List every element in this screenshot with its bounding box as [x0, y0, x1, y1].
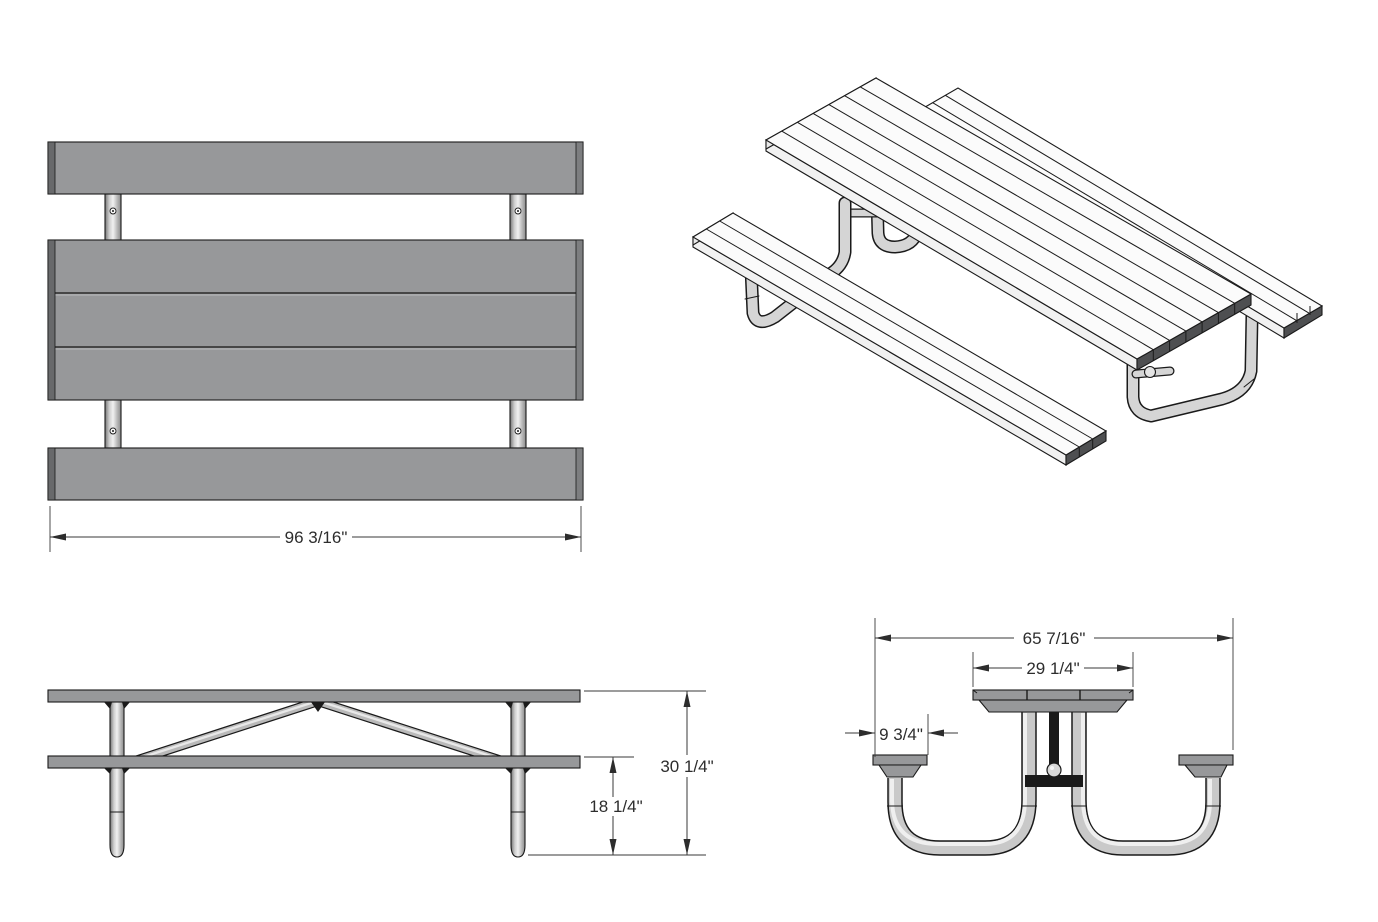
iso-crossbar-right	[1131, 365, 1175, 379]
dimension-overall-length: 96 3/16"	[49, 506, 582, 552]
isometric-view	[691, 77, 1324, 466]
dimension-bench-width: 9 3/4"	[845, 714, 958, 755]
dim-label-bench-width: 9 3/4"	[879, 725, 923, 744]
end-view: 65 7/16" 29 1/4" 9 3/4"	[845, 618, 1234, 856]
end-table-top	[972, 689, 1134, 713]
top-view: 96 3/16"	[47, 141, 584, 552]
side-bench	[47, 755, 581, 774]
bench-plank-bottom	[47, 447, 584, 501]
side-leg-right	[510, 701, 526, 858]
dim-label-table-top-width: 29 1/4"	[1026, 659, 1079, 678]
bench-plank-top	[47, 141, 584, 195]
dimension-overall-height: 30 1/4"	[528, 690, 714, 856]
side-view: 30 1/4" 18 1/4"	[47, 689, 714, 858]
end-bolt	[1046, 762, 1062, 778]
iso-bolt	[1143, 365, 1157, 379]
iso-table-top	[764, 77, 1253, 371]
side-leg-left	[109, 701, 125, 858]
side-braces	[124, 698, 512, 769]
dimension-bench-height: 18 1/4"	[584, 756, 643, 855]
dim-label-bench-height: 18 1/4"	[589, 797, 642, 816]
end-leg-tubes	[887, 712, 1221, 856]
dimension-table-top-width: 29 1/4"	[972, 652, 1134, 687]
dim-label-overall-width: 65 7/16"	[1023, 629, 1086, 648]
end-bench-right	[1178, 754, 1234, 778]
end-table-frame	[977, 699, 1129, 713]
side-table-top	[47, 689, 581, 709]
dim-label-overall-length: 96 3/16"	[285, 528, 348, 547]
end-bench-left	[872, 754, 928, 778]
iso-near-bench	[691, 212, 1108, 466]
table-top-planks	[47, 239, 584, 401]
dimension-overall-width: 65 7/16"	[874, 618, 1234, 757]
dim-label-overall-height: 30 1/4"	[660, 757, 713, 776]
